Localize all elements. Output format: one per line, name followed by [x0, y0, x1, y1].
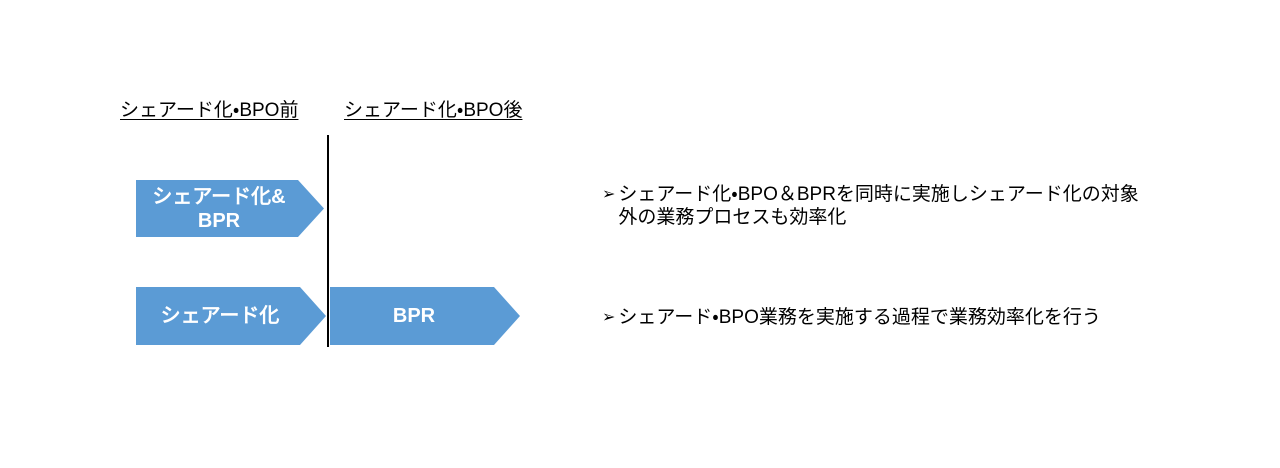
arrowhead-bullet-icon: ➢ [602, 186, 616, 203]
note-text-line: シェアード・BPO業務を実施する過程で業務効率化を行う [618, 307, 1101, 328]
arrow-label-line: BPR [197, 209, 241, 232]
column-header-before: シェアード化・BPO前 [120, 100, 299, 121]
column-header-after: シェアード化・BPO後 [344, 100, 523, 121]
note-row-1: ➢ シェアード化・BPO＆BPRを同時に実施しシェアード化の対象 外の業務プロセ… [602, 183, 1139, 229]
arrowhead-bullet-icon: ➢ [602, 309, 616, 326]
arrow-shared: シェアード化 [136, 287, 326, 345]
arrow-label-line: シェアード化 [160, 305, 280, 327]
arrow-label-line: BPR [392, 305, 436, 327]
note-text: シェアード・BPO業務を実施する過程で業務効率化を行う [618, 306, 1100, 329]
note-text-line: シェアード化・BPO＆BPRを同時に実施しシェアード化の対象 [618, 184, 1139, 205]
note-row-2: ➢ シェアード・BPO業務を実施する過程で業務効率化を行う [602, 306, 1101, 329]
arrow-bpr: BPR [330, 287, 520, 345]
arrow-label-line: シェアード化& [152, 185, 286, 208]
note-text-line: 外の業務プロセスも効率化 [618, 207, 847, 228]
arrow-shared-and-bpr: シェアード化& BPR [136, 180, 324, 237]
note-text: シェアード化・BPO＆BPRを同時に実施しシェアード化の対象 外の業務プロセスも… [618, 183, 1138, 229]
column-divider-line [327, 135, 329, 347]
